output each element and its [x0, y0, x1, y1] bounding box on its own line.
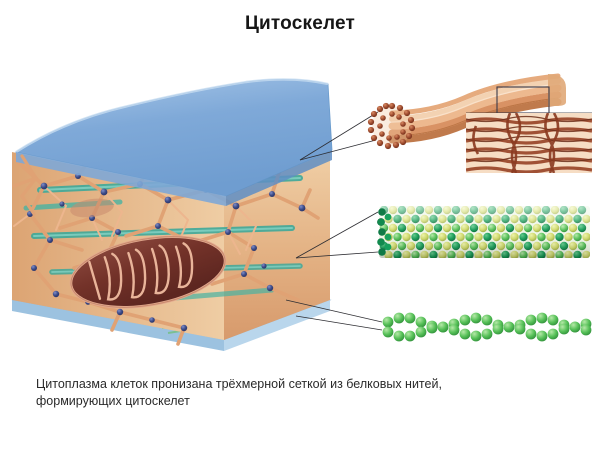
leader-line-microtubule [295, 211, 379, 259]
page-title: Цитоскелет [244, 13, 356, 34]
leader-line-intermediate-filament [299, 111, 379, 161]
inset-intermediate-filament [367, 73, 592, 173]
mitochondrion [69, 235, 227, 309]
if-cross-section [367, 102, 416, 150]
cell-block [11, 78, 333, 351]
filament-network-fine [13, 185, 258, 255]
leader-line-microtubule-2 [295, 251, 379, 259]
leader-line-actin-2 [295, 315, 383, 331]
caption-line-2: формирующих цитоскелет [36, 394, 190, 408]
leader-lines [285, 111, 383, 331]
microtubule-cut-end [377, 208, 392, 256]
caption-line-1: Цитоплазма клеток пронизана трёхмерной с… [36, 377, 442, 391]
leader-line-actin [285, 299, 383, 323]
vesicle [70, 198, 114, 218]
leader-line-intermediate-filament-2 [299, 139, 377, 161]
actin-double-helix [382, 312, 592, 342]
apical-membrane [14, 78, 333, 206]
membrane-anchored-filaments [12, 154, 38, 216]
inset-microtubule [377, 206, 590, 258]
if-fiber-bundle [388, 73, 562, 144]
caption: Цитоплазма клеток пронизана трёхмерной с… [36, 376, 572, 410]
if-detail-panel [466, 113, 592, 173]
inset-actin-microfilament [382, 312, 592, 342]
